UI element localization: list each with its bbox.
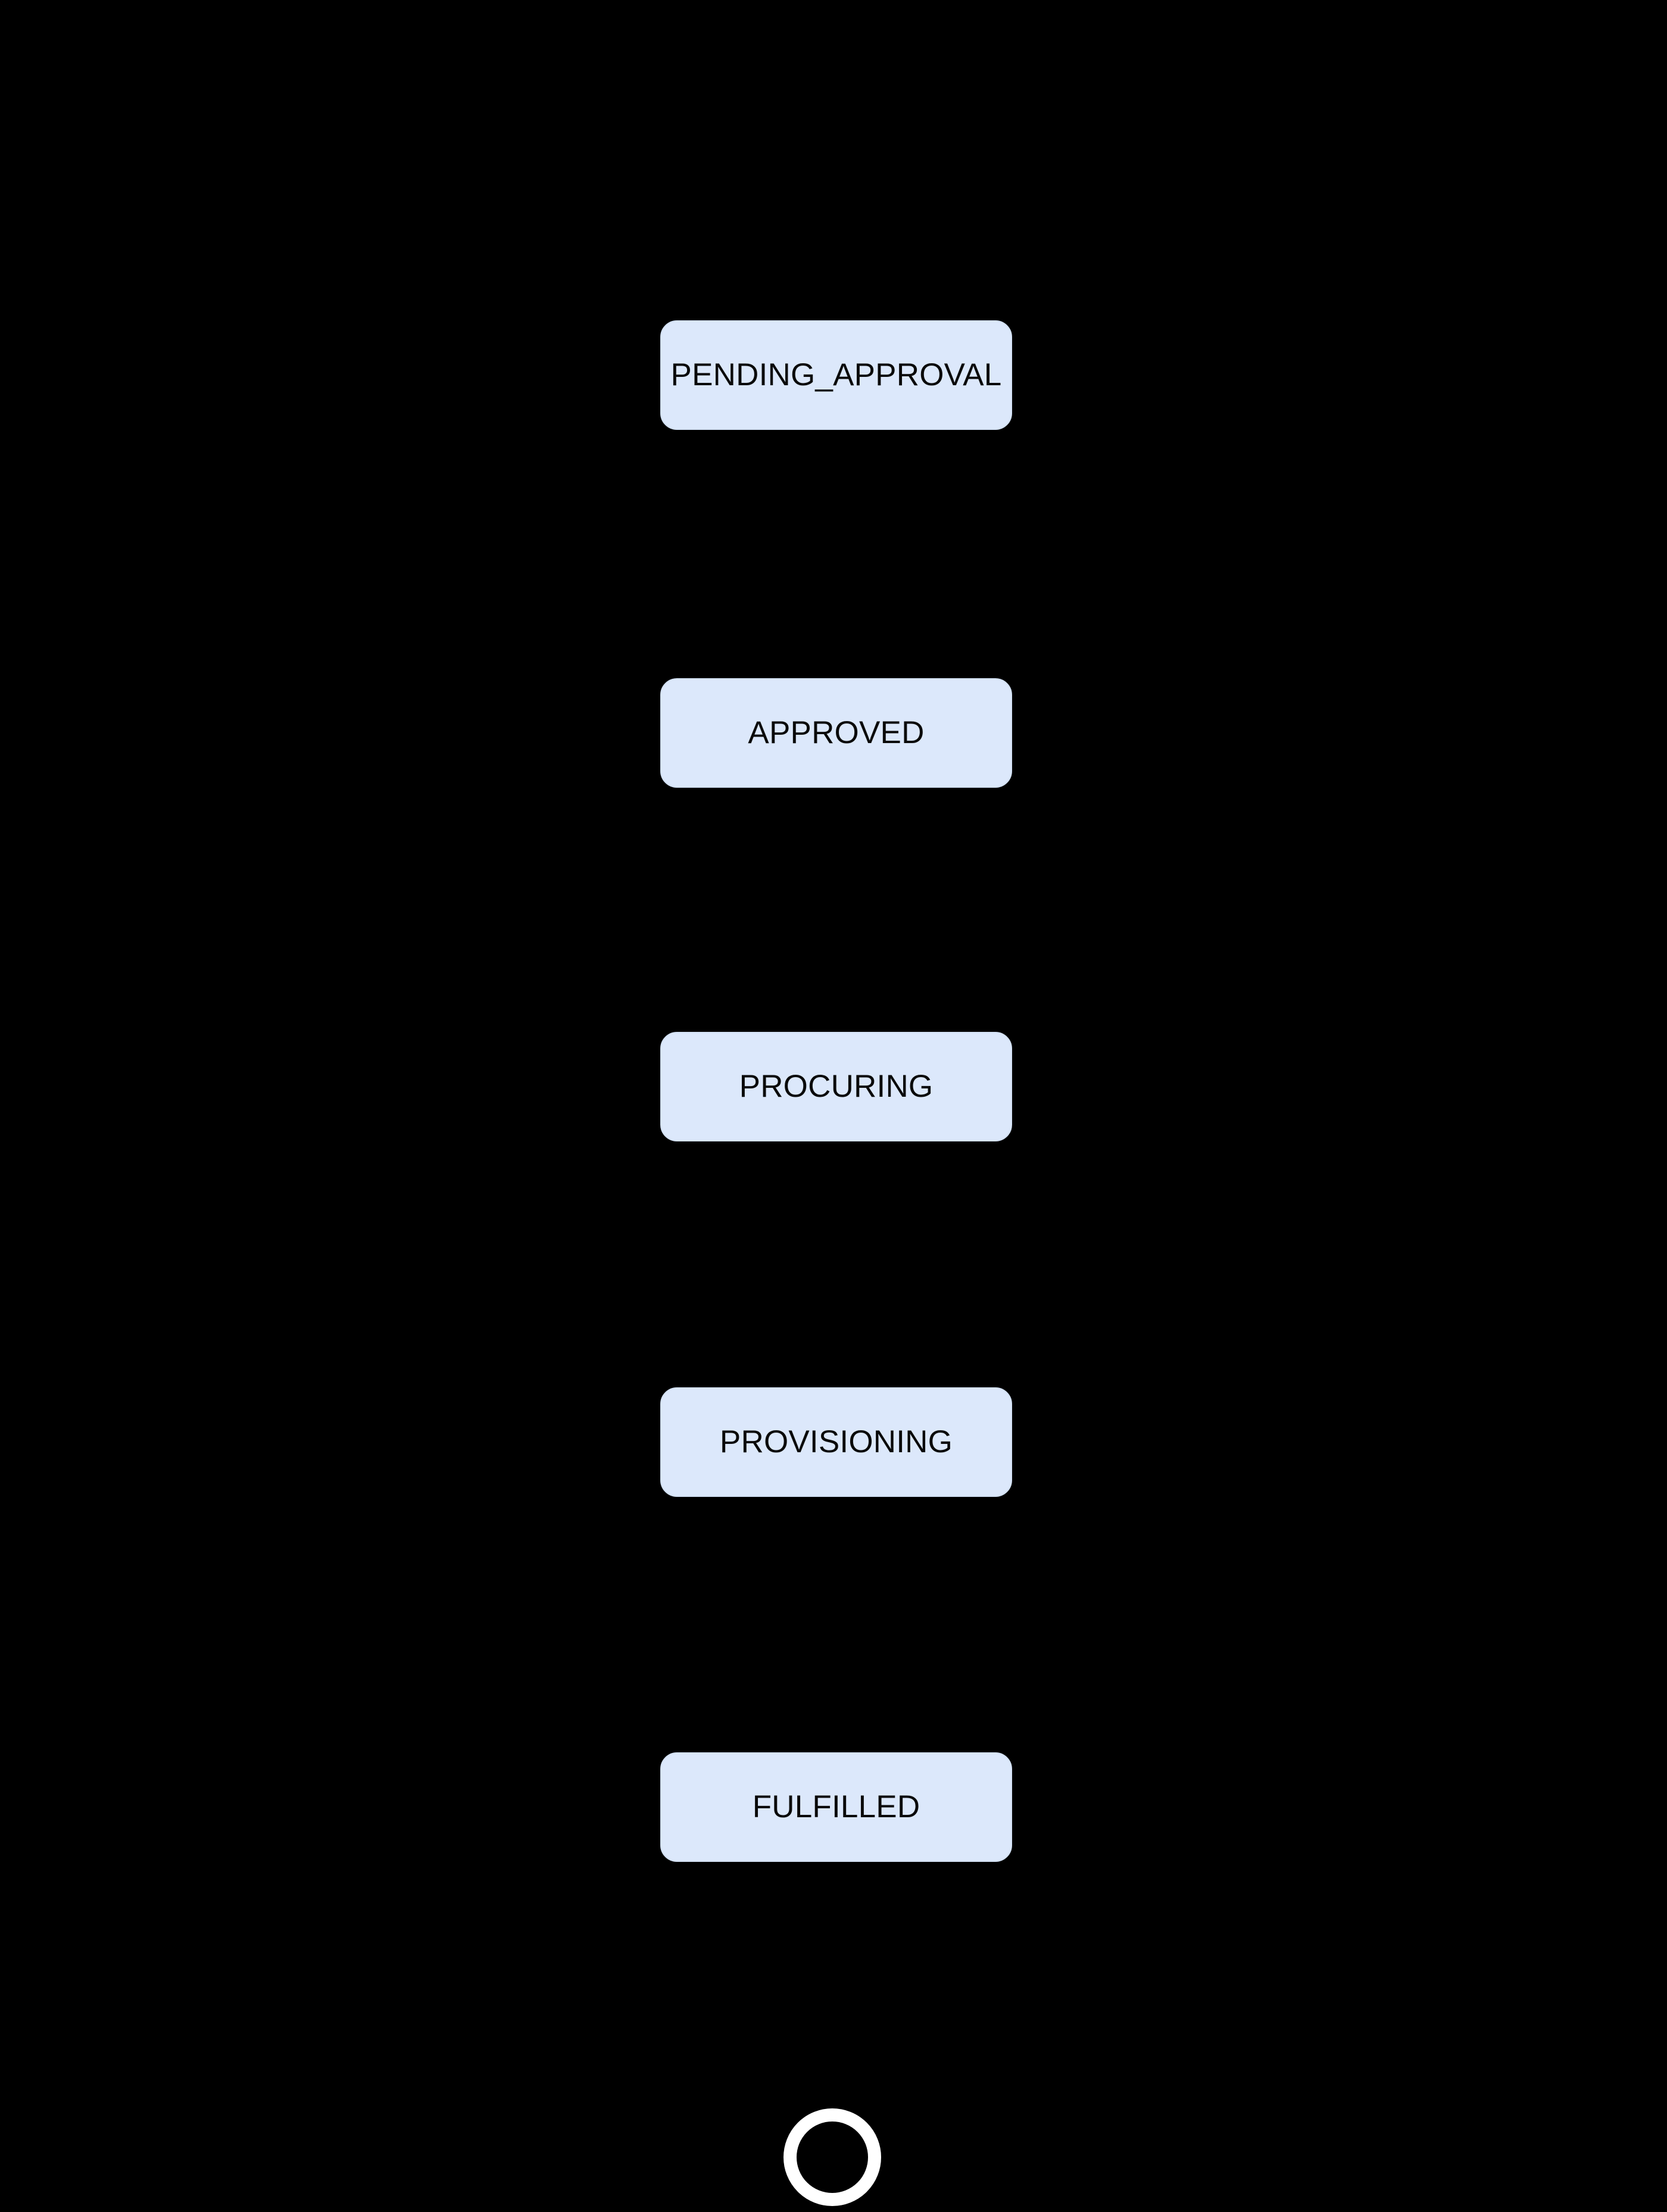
- transition-pending-approval-to-approved: [833, 430, 836, 666]
- state-node-pending-approval[interactable]: PENDING_APPROVAL: [660, 320, 1012, 430]
- state-node-procuring[interactable]: PROCURING: [660, 1032, 1012, 1141]
- transition-arrowhead-end: [826, 2097, 843, 2109]
- state-label-pending-approval: PENDING_APPROVAL: [670, 357, 1002, 392]
- transition-approved-to-procuring: [833, 788, 836, 1020]
- state-label-provisioning: PROVISIONING: [719, 1424, 953, 1459]
- state-label-procuring: PROCURING: [739, 1068, 934, 1104]
- state-node-fulfilled[interactable]: FULFILLED: [660, 1752, 1012, 1862]
- state-label-approved: APPROVED: [748, 715, 925, 750]
- transition-arrowhead-approved: [826, 666, 843, 678]
- transition-fulfilled-to-end: [833, 1862, 836, 2097]
- transition-provisioning-to-fulfilled: [833, 1497, 836, 1740]
- transition-arrowhead-procuring: [826, 1020, 843, 1032]
- state-node-approved[interactable]: APPROVED: [660, 678, 1012, 788]
- state-label-fulfilled: FULFILLED: [752, 1789, 920, 1824]
- transition-procuring-to-provisioning: [833, 1141, 836, 1375]
- end-state-marker-icon: [783, 2108, 881, 2206]
- transition-arrowhead-fulfilled: [826, 1740, 843, 1752]
- state-node-provisioning[interactable]: PROVISIONING: [660, 1387, 1012, 1497]
- transition-arrowhead-provisioning: [826, 1375, 843, 1387]
